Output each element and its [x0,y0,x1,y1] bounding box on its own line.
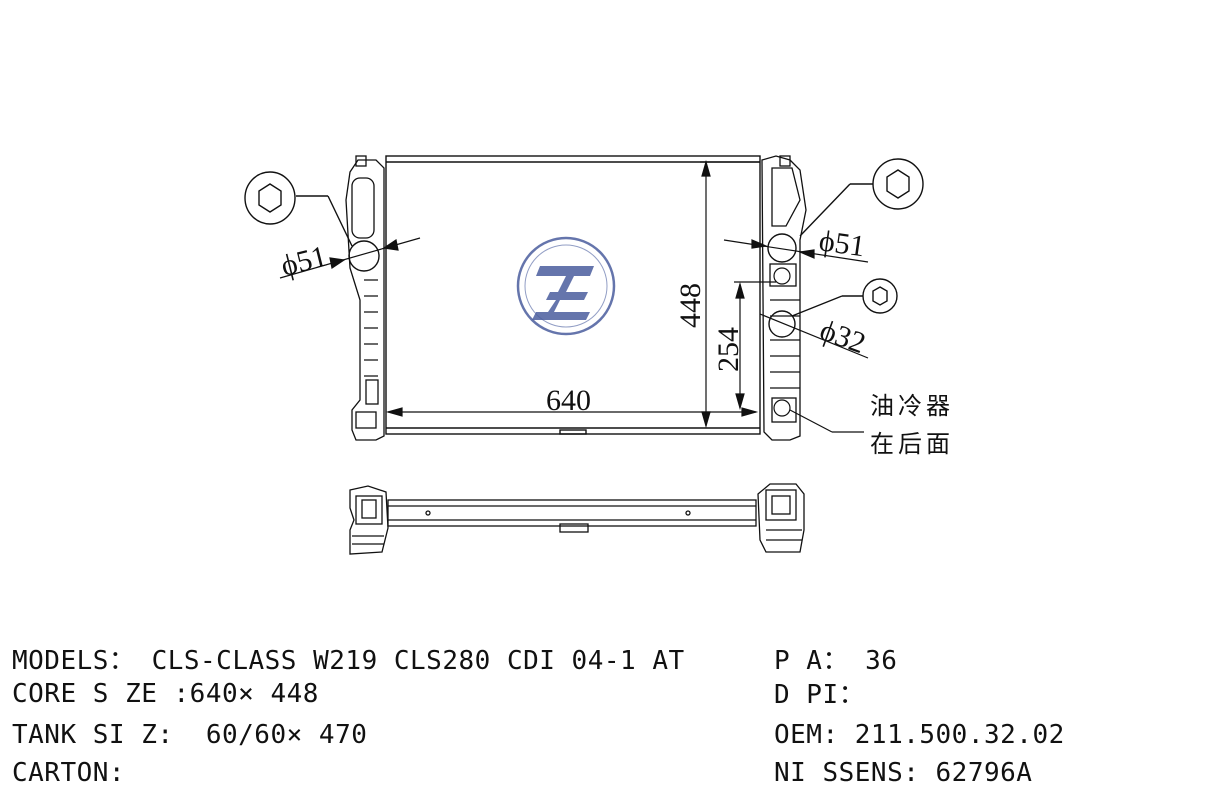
oil-cooler-note-line2: 在后面 [870,430,954,458]
oil-cooler-note-line1: 油冷器 [870,392,954,420]
radiator-drawing: 640 448 254 ϕ51 ϕ51 ϕ32 油冷器 在后面 [244,155,954,555]
dim-width-label: 640 [546,384,591,417]
dim-height-label: 448 [674,283,707,328]
left-inlet-port [348,240,380,272]
left-tank [345,155,385,441]
company-logo [516,236,616,336]
spec-core-size: CORE S ZE :640× 448 [12,679,319,709]
spec-dpi: D PI： [774,680,866,710]
dim-inlet-left-label: ϕ51 [278,240,330,283]
hex-callout-right [799,158,924,237]
spec-oem: OEM: 211.500.32.02 [774,720,1065,750]
dim-outlet-height-label: 254 [712,327,745,372]
right-inlet-port [767,233,797,263]
spec-models: MODELS： CLS-CLASS W219 CLS280 CDI 04-1 A… [12,646,685,676]
oil-cooler-port [768,310,796,338]
oil-cooler-lower-port [773,399,791,417]
right-upper-fitting [773,267,791,285]
hex-callout-cooler [791,278,898,317]
spec-pa: P A： 36 [774,646,898,676]
spec-tank-size: TANK SI Z: 60/60× 470 [12,720,368,750]
dimension-lines [279,159,869,433]
hex-callout-left [244,171,353,247]
radiator-top-view [349,483,805,555]
spec-carton: CARTON: [12,758,126,788]
right-tank [761,155,807,441]
spec-nissens: NI SSENS: 62796A [774,758,1033,788]
dim-inlet-right-label: ϕ51 [817,224,867,263]
radiator-core [385,155,761,435]
dim-cooler-label: ϕ32 [816,314,870,361]
